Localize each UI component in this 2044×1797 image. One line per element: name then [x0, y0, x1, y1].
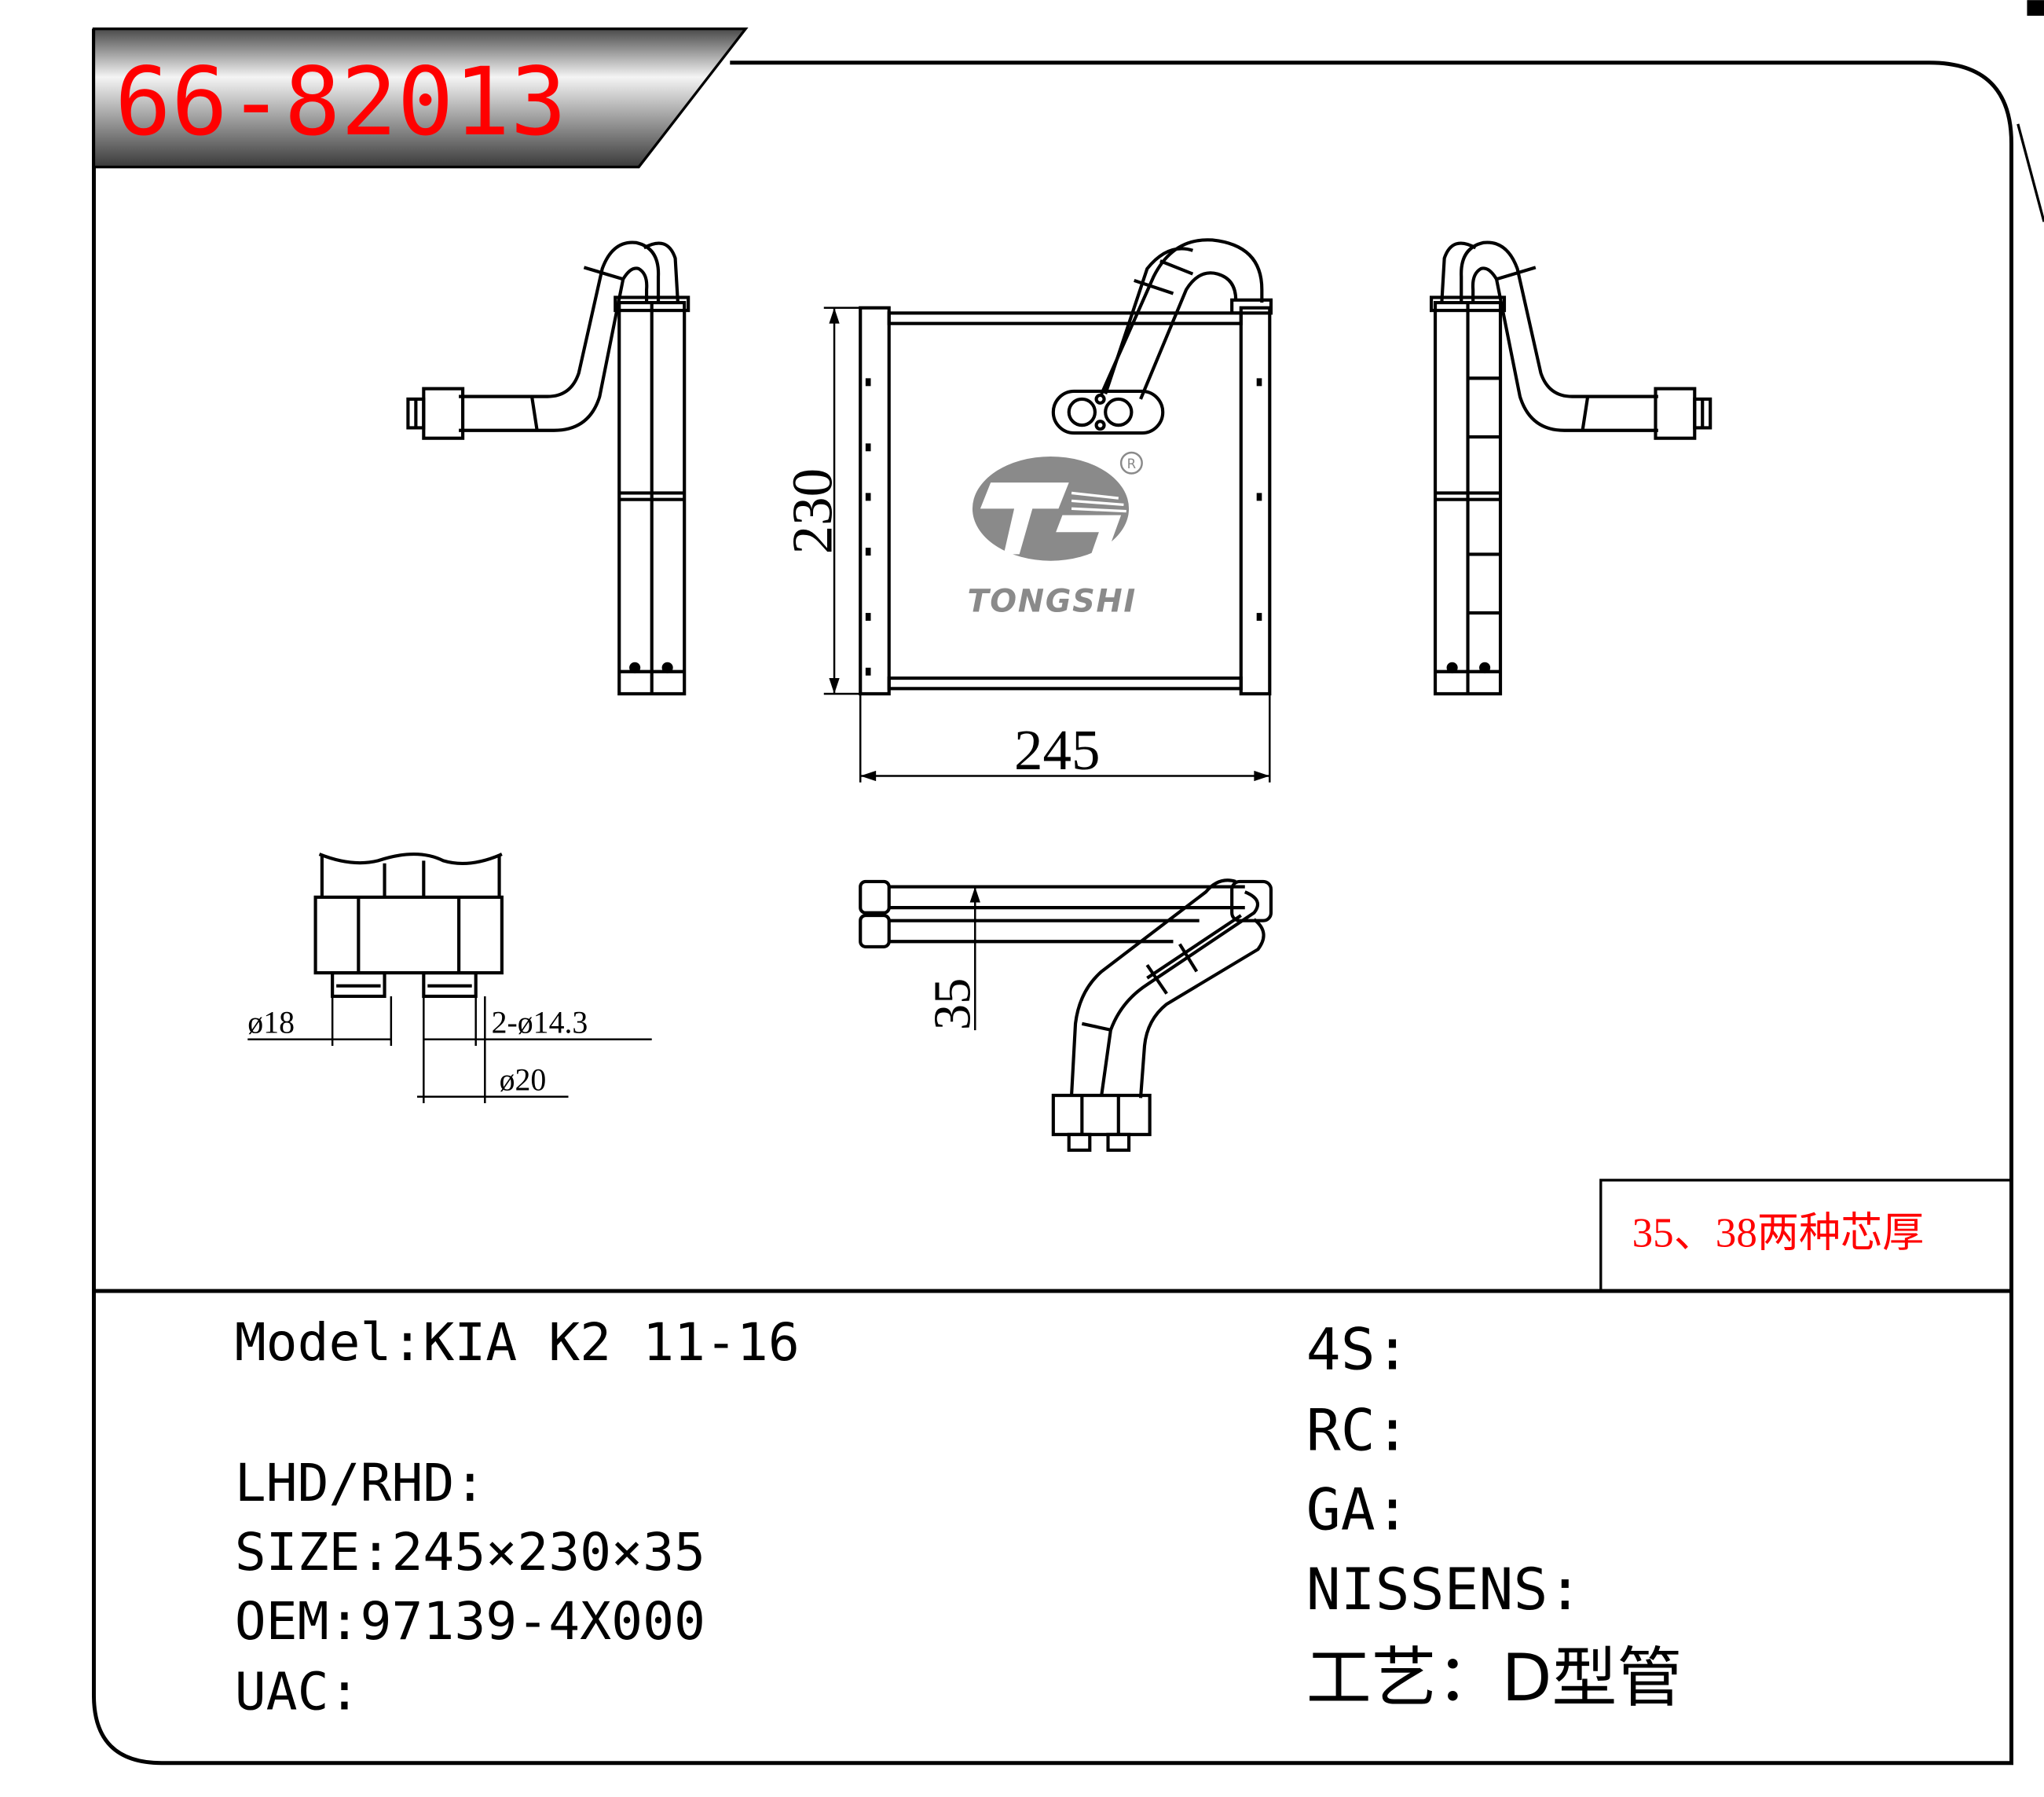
spec-model: Model:KIA K2 11-16: [235, 1311, 800, 1373]
flange-left-diameter: ø18: [247, 1005, 295, 1040]
dimension-height: 230: [781, 306, 861, 695]
flange-dimensions: [247, 996, 652, 1104]
spec-size: SIZE:245×230×35: [235, 1521, 705, 1582]
corner-mark: [2027, 0, 2044, 17]
spec-ga: GA:: [1306, 1477, 1410, 1544]
part-number-banner: 66-82013: [92, 27, 749, 169]
spec-nissens: NISSENS:: [1306, 1557, 1583, 1623]
dimension-thickness: 35: [925, 886, 982, 1031]
side-view-left: [406, 240, 690, 696]
specs-left: Model:KIA K2 11-16 LHD/RHD: SIZE:245×230…: [235, 1311, 800, 1722]
corner-edge: [2017, 123, 2044, 222]
brand-name: TONGSHI: [967, 583, 1136, 619]
side-view-right: [1429, 240, 1712, 696]
flange-detail: [313, 853, 504, 999]
part-number: 66-82013: [115, 48, 566, 157]
dimension-width-value: 245: [1014, 718, 1101, 782]
note-text: 35、38两种芯厚: [1632, 1211, 1925, 1256]
top-view: [859, 878, 1273, 1152]
spec-oem: OEM:97139-4X000: [235, 1590, 705, 1652]
flange-holes: 2-ø14.3: [492, 1005, 588, 1040]
spec-lhd-rhd: LHD/RHD:: [235, 1452, 486, 1513]
spec-uac: UAC:: [235, 1661, 361, 1722]
core-thickness-note: 35、38两种芯厚: [1599, 1179, 2012, 1291]
dimension-height-value: 230: [781, 468, 844, 555]
flange-right-diameter: ø20: [500, 1062, 547, 1097]
registered-mark: R: [1127, 457, 1137, 471]
outer-frame: [91, 28, 2014, 1766]
dimension-width: 245: [859, 693, 1271, 783]
spec-process: 工艺：D型管: [1306, 1640, 1683, 1716]
spec-rc: RC:: [1306, 1397, 1410, 1464]
spec-4s: 4S:: [1306, 1317, 1410, 1384]
front-view: [859, 238, 1273, 696]
brand-logo: R TONGSHI: [967, 451, 1143, 619]
dimension-thickness-value: 35: [925, 978, 982, 1030]
specs-right: 4S: RC: GA: NISSENS: 工艺：D型管: [1306, 1317, 1683, 1716]
